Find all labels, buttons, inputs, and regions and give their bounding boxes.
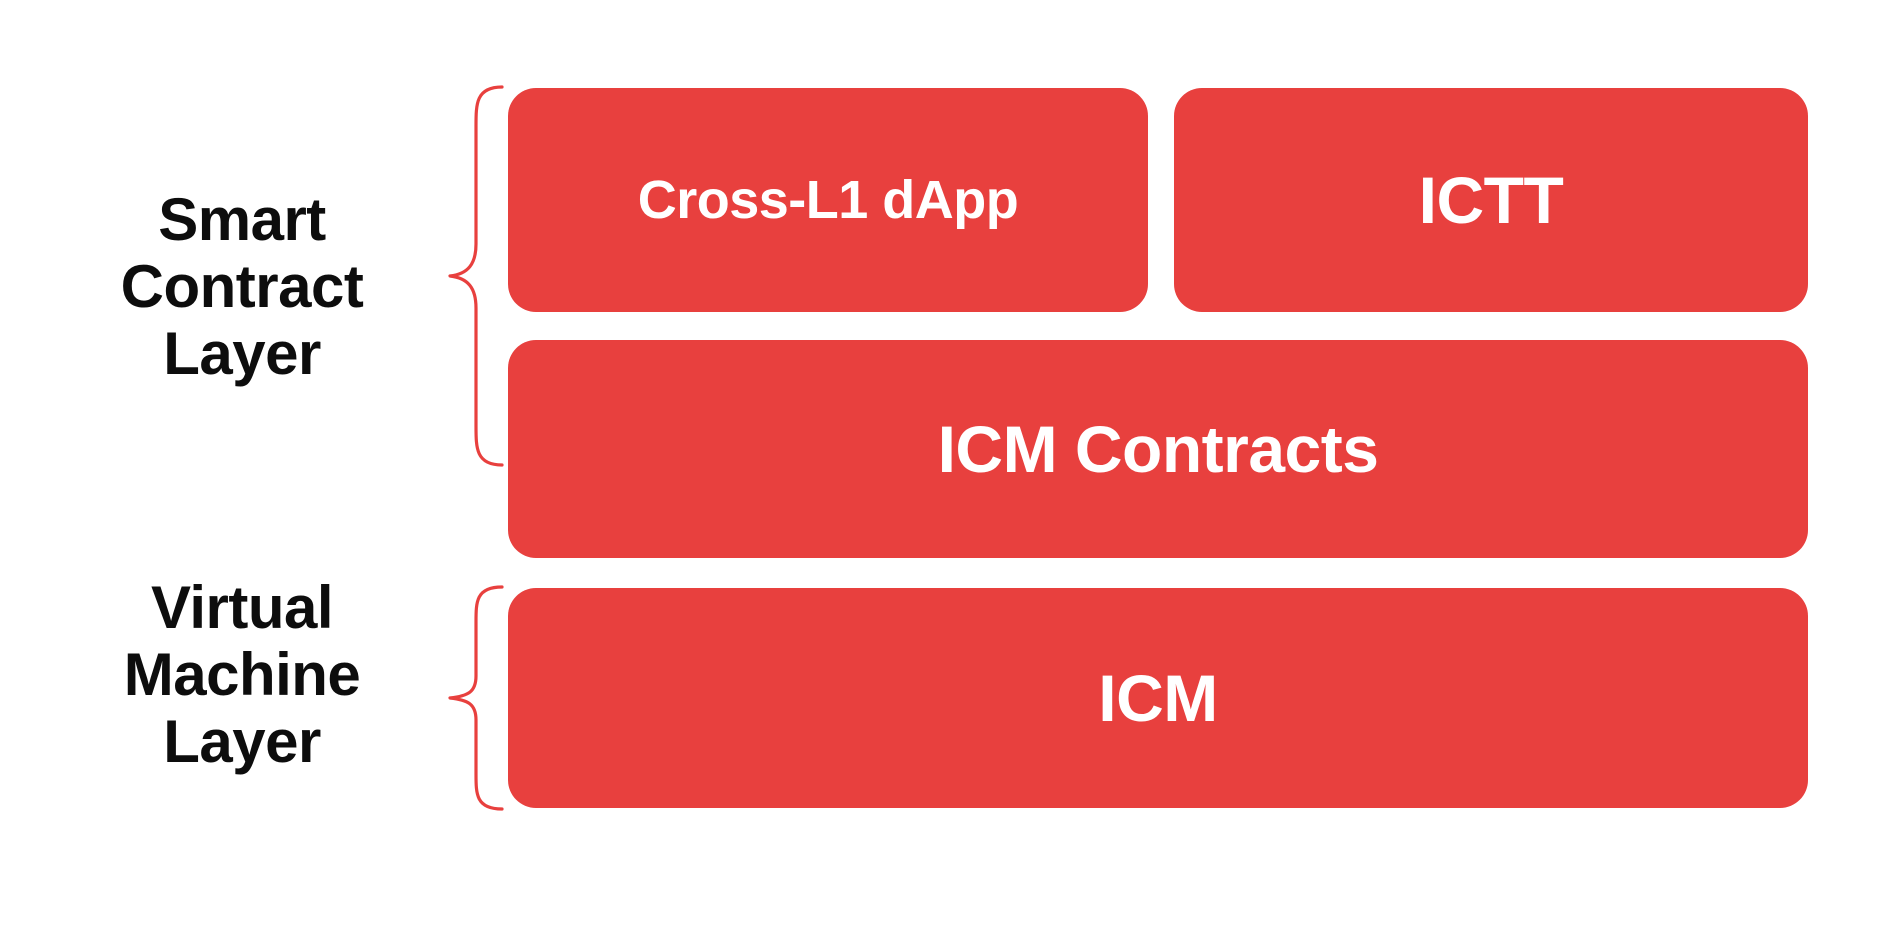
box-label-cross-l1-dapp: Cross-L1 dApp [637, 170, 1019, 230]
layer-label-smart-contract: Smart Contract Layer [120, 186, 364, 388]
curly-brace-smart-contract-icon [446, 84, 508, 468]
stack-row-middle: ICM Contracts [508, 340, 1808, 558]
box-label-ictt: ICTT [1418, 163, 1564, 237]
layer-label-virtual-machine: Virtual Machine Layer [123, 574, 361, 776]
curly-brace-virtual-machine-icon [446, 584, 508, 812]
box-label-icm-contracts: ICM Contracts [937, 412, 1379, 486]
box-cross-l1-dapp[interactable]: Cross-L1 dApp [508, 88, 1148, 312]
box-icm[interactable]: ICM [508, 588, 1808, 808]
stack-row-bottom: ICM [508, 588, 1808, 808]
box-label-icm: ICM [1098, 661, 1218, 735]
box-icm-contracts[interactable]: ICM Contracts [508, 340, 1808, 558]
stack-row-top: Cross-L1 dApp ICTT [508, 88, 1808, 312]
box-ictt[interactable]: ICTT [1174, 88, 1808, 312]
